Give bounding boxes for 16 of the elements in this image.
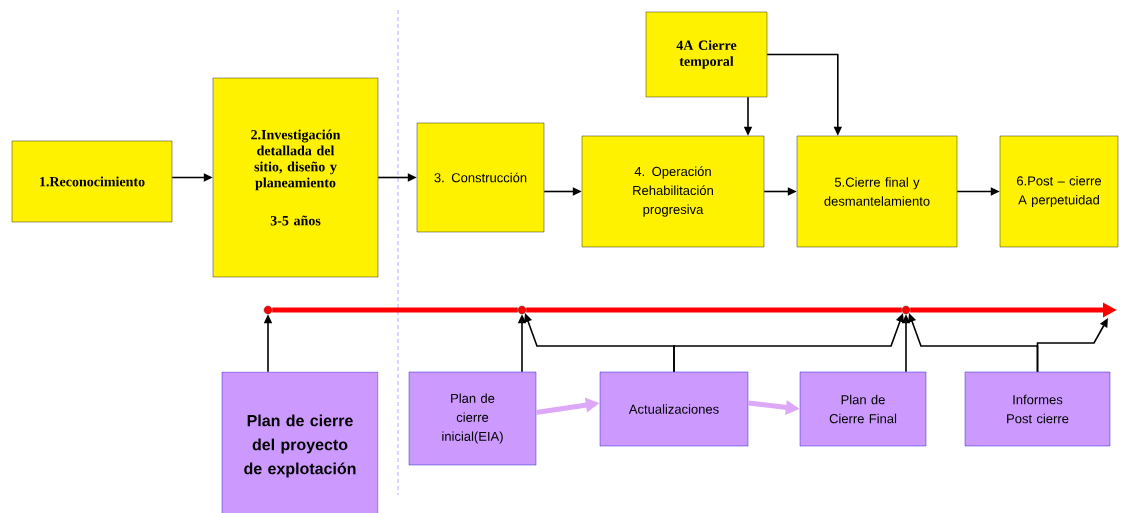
process-box: 3. Construcción — [416, 122, 545, 233]
plan-box: Plan de Cierre Final — [799, 371, 927, 447]
process-box: 5.Cierre final y desmantelamiento — [796, 135, 958, 248]
plan-box: Plan de cierre del proyecto de explotación — [221, 371, 379, 513]
plan-box: Plan de cierre inicial(EIA) — [408, 371, 537, 466]
process-box: 6.Post – cierre A perpetuidad — [999, 135, 1119, 248]
timeline-point — [901, 305, 911, 315]
timeline-point — [263, 305, 273, 315]
arrow — [1036, 318, 1108, 373]
plan-box: Actualizaciones — [599, 371, 749, 447]
process-box: 2.Investigación detallada del sitio, diseño y planeamiento 3-5 años — [212, 77, 379, 278]
process-box: 4A Cierre temporal — [645, 11, 768, 98]
process-box: 1.Reconocimiento — [11, 140, 173, 223]
plan-box: Informes Post cierre — [964, 371, 1111, 447]
process-box: 4. Operación Rehabilitación progresiva — [581, 135, 765, 248]
timeline-point — [517, 305, 527, 315]
